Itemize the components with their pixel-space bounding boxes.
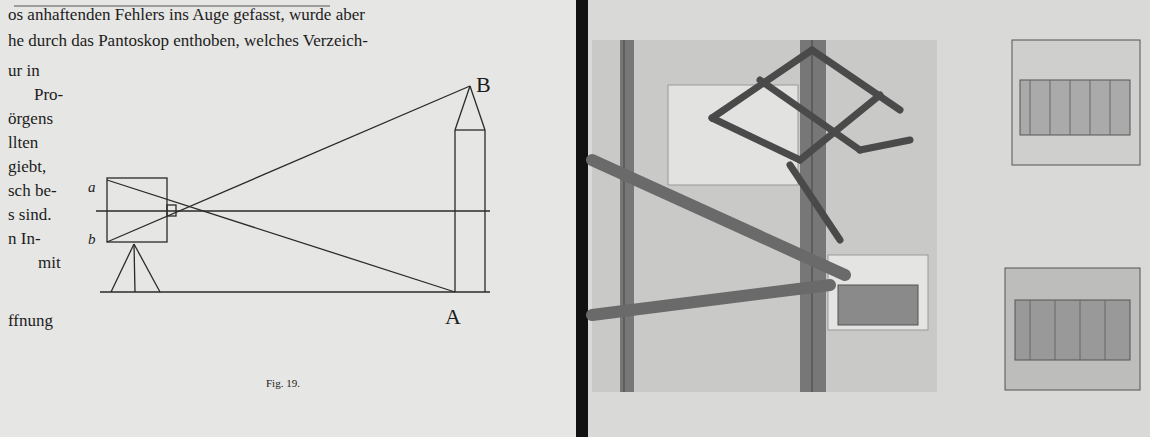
- body-text: ffnung: [8, 312, 53, 329]
- point-label: b: [88, 232, 96, 247]
- point-label: a: [88, 180, 96, 195]
- body-text: os anhaftenden Fehlers ins Auge gefasst,…: [8, 6, 365, 23]
- figure-caption: Fig. 19.: [266, 378, 300, 389]
- body-text: sch be-: [8, 182, 57, 199]
- body-text: he durch das Pantoskop enthoben, welches…: [8, 32, 368, 49]
- body-text: ur in: [8, 62, 40, 79]
- body-text: giebt,: [8, 158, 46, 175]
- point-label: A: [445, 306, 461, 328]
- body-text: örgens: [8, 110, 53, 127]
- point-label: B: [476, 74, 491, 96]
- body-text: llten: [8, 134, 38, 151]
- body-text: mit: [38, 254, 61, 271]
- body-text: Pro-: [34, 86, 63, 103]
- body-text: n In-: [8, 230, 41, 247]
- body-text: s sind.: [8, 206, 51, 223]
